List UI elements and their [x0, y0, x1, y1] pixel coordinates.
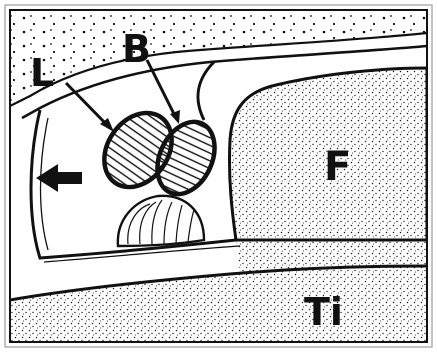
label-ti: Ti — [304, 290, 343, 334]
label-f: F — [324, 144, 351, 190]
label-b: B — [122, 27, 151, 71]
label-l: L — [30, 51, 54, 95]
